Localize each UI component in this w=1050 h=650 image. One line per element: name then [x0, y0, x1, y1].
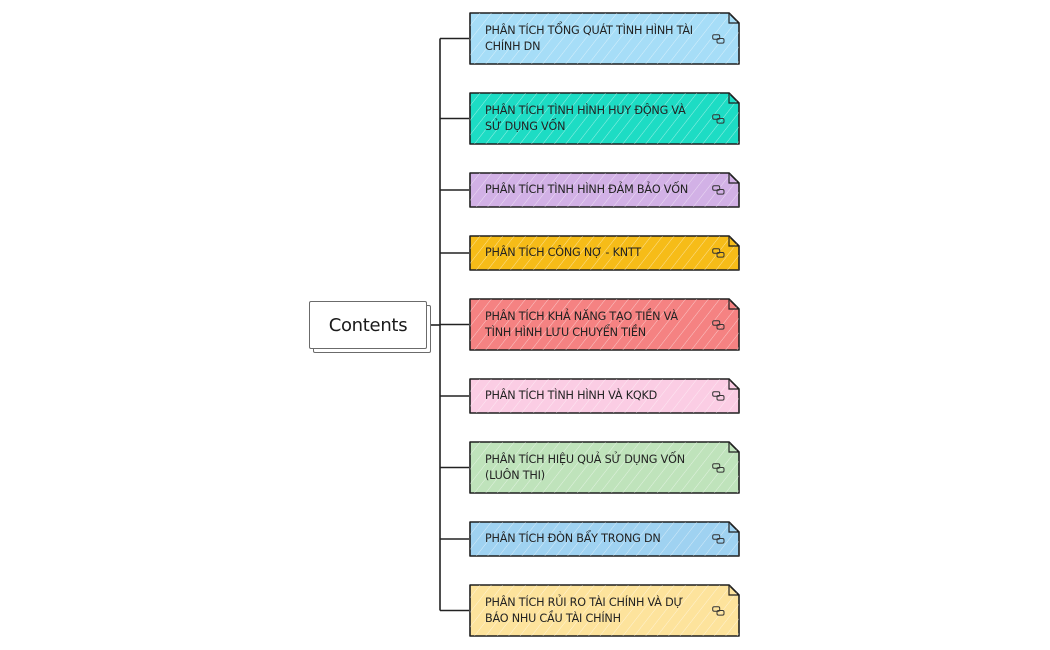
topic-node[interactable]: PHÂN TÍCH CÔNG NỢ - KNTT: [469, 235, 740, 271]
topic-label: PHÂN TÍCH KHẢ NĂNG TẠO TIỀN VÀ TÌNH HÌNH…: [485, 309, 678, 339]
topic-node[interactable]: PHÂN TÍCH TÌNH HÌNH VÀ KQKD: [469, 378, 740, 414]
topic-node[interactable]: PHÂN TÍCH TỔNG QUÁT TÌNH HÌNH TÀI CHÍNH …: [469, 12, 740, 65]
topic-label: PHÂN TÍCH TỔNG QUÁT TÌNH HÌNH TÀI CHÍNH …: [485, 23, 693, 53]
root-topic-label: Contents: [328, 314, 408, 336]
link-icon[interactable]: [712, 248, 725, 258]
link-icon[interactable]: [712, 33, 725, 44]
topic-node[interactable]: PHÂN TÍCH RỦI RO TÀI CHÍNH VÀ DỰ BÁO NHU…: [469, 584, 740, 637]
topic-card-shape: [469, 12, 740, 65]
topic-label: PHÂN TÍCH TÌNH HÌNH ĐẢM BẢO VỐN: [485, 183, 689, 196]
topic-label: PHÂN TÍCH TÌNH HÌNH VÀ KQKD: [485, 389, 658, 402]
topic-card-shape: [469, 584, 740, 637]
topic-card-shape: [469, 92, 740, 145]
topic-node[interactable]: PHÂN TÍCH ĐÒN BẨY TRONG DN: [469, 521, 740, 557]
topic-card-shape: [469, 441, 740, 494]
topic-label: PHÂN TÍCH RỦI RO TÀI CHÍNH VÀ DỰ BÁO NHU…: [485, 595, 683, 625]
link-icon[interactable]: [712, 185, 725, 195]
topic-node[interactable]: PHÂN TÍCH HIỆU QUẢ SỬ DỤNG VỐN (LUÔN THI…: [469, 441, 740, 494]
topic-label: PHÂN TÍCH CÔNG NỢ - KNTT: [485, 246, 641, 259]
link-icon[interactable]: [712, 113, 725, 124]
root-topic[interactable]: Contents: [309, 301, 427, 349]
topic-node[interactable]: PHÂN TÍCH KHẢ NĂNG TẠO TIỀN VÀ TÌNH HÌNH…: [469, 298, 740, 351]
link-icon[interactable]: [712, 462, 725, 473]
topic-node[interactable]: PHÂN TÍCH TÌNH HÌNH ĐẢM BẢO VỐN: [469, 172, 740, 208]
topic-card-shape: [469, 172, 740, 208]
topic-card-shape: [469, 235, 740, 271]
topic-label: PHÂN TÍCH HIỆU QUẢ SỬ DỤNG VỐN (LUÔN THI…: [485, 452, 685, 482]
topic-label: PHÂN TÍCH TÌNH HÌNH HUY ĐỘNG VÀ SỬ DỤNG …: [485, 103, 686, 133]
topic-card-shape: [469, 298, 740, 351]
link-icon[interactable]: [712, 391, 725, 401]
link-icon[interactable]: [712, 534, 725, 544]
topic-node[interactable]: PHÂN TÍCH TÌNH HÌNH HUY ĐỘNG VÀ SỬ DỤNG …: [469, 92, 740, 145]
topic-card-shape: [469, 521, 740, 557]
link-icon[interactable]: [712, 605, 725, 616]
topic-label: PHÂN TÍCH ĐÒN BẨY TRONG DN: [485, 532, 661, 545]
topic-card-shape: [469, 378, 740, 414]
link-icon[interactable]: [712, 319, 725, 330]
